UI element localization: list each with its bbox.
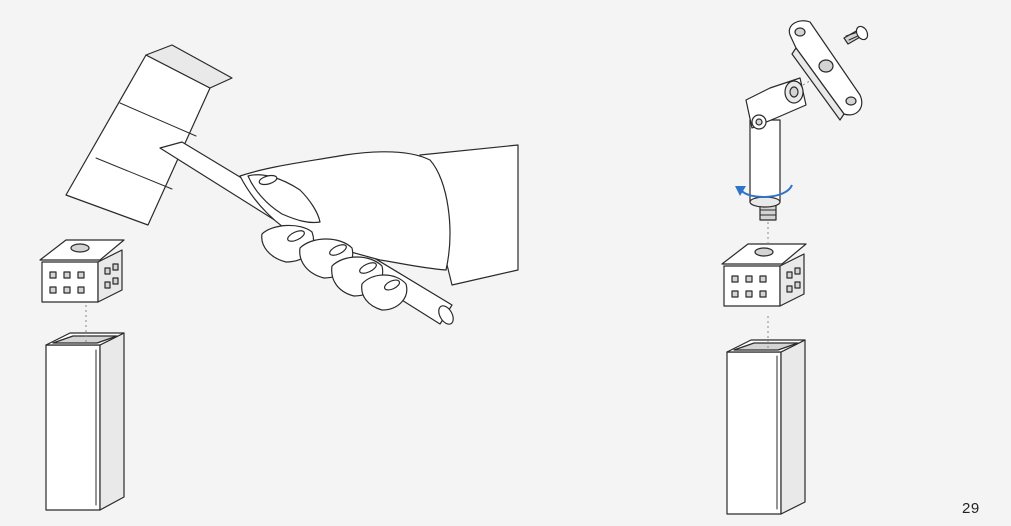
left-square-post: [46, 333, 124, 510]
mounting-screw: [844, 24, 870, 44]
hand-gripping-hammer: [240, 145, 518, 310]
left-post-cap: [40, 240, 124, 302]
right-post-cap: [722, 244, 806, 306]
rotation-arrow-head: [735, 186, 746, 196]
page-number: 29: [962, 500, 980, 517]
right-square-post: [727, 340, 805, 514]
swivel-bracket: [746, 78, 806, 220]
